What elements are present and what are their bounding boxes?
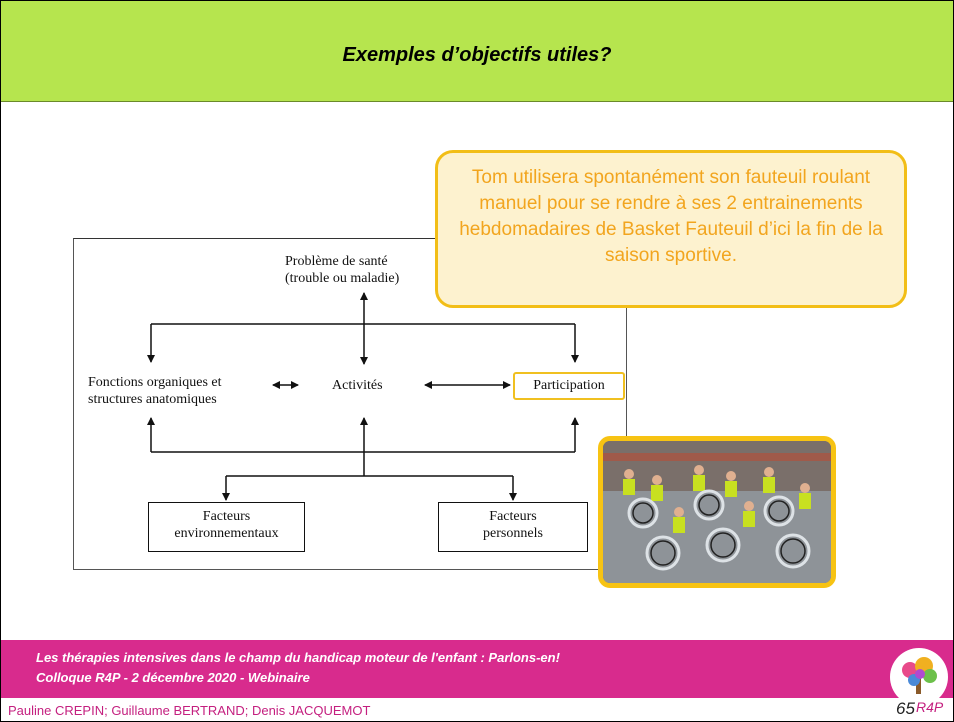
tree-icon — [902, 657, 937, 694]
participation-box: Participation — [513, 372, 625, 400]
activities-label: Activités — [332, 378, 383, 393]
goal-callout: Tom utilisera spontanément son fauteuil … — [435, 150, 907, 308]
photo-illustration — [603, 441, 831, 583]
health-label: Problème de santé (trouble ou maladie) — [285, 253, 399, 287]
health-label-line2: (trouble ou maladie) — [285, 271, 400, 286]
footer-band — [1, 640, 953, 698]
functions-label-line2: structures anatomiques — [88, 392, 217, 407]
pers-line1: Facteurs — [489, 509, 537, 524]
functions-label-line1: Fonctions organiques et — [88, 375, 222, 390]
footer-line2: Colloque R4P - 2 décembre 2020 - Webinai… — [36, 670, 310, 685]
personal-factors-box: Facteurs personnels — [438, 502, 588, 552]
header-band — [1, 1, 953, 102]
env-line1: Facteurs — [202, 509, 251, 524]
logo-text: R4P — [916, 699, 944, 715]
slide-title: Exemples d’objectifs utiles? — [342, 44, 612, 66]
r4p-logo — [890, 648, 948, 706]
footer-line1: Les thérapies intensives dans le champ d… — [36, 650, 560, 665]
health-label-line1: Problème de santé — [285, 254, 388, 269]
page-number: 65 — [896, 699, 915, 718]
env-line2: environnementaux — [174, 526, 279, 541]
functions-label: Fonctions organiques et structures anato… — [88, 374, 222, 408]
pers-line2: personnels — [483, 526, 543, 541]
wheelchair-basketball-photo — [598, 436, 836, 588]
environmental-factors-box: Facteurs environnementaux — [148, 502, 305, 552]
authors: Pauline CREPIN; Guillaume BERTRAND; Deni… — [8, 703, 371, 718]
